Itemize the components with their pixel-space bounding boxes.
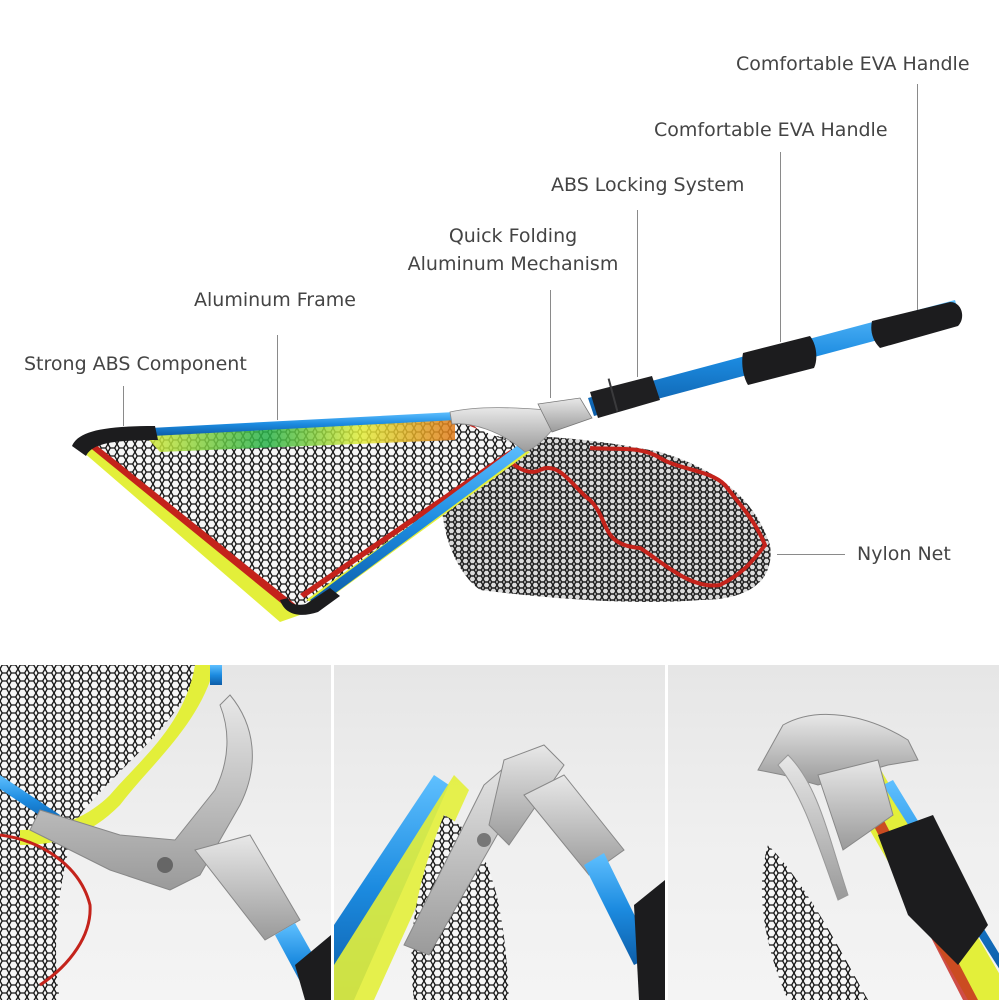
callout-quick-folding-line1: Quick Folding: [448, 225, 578, 247]
leader-line-quick-folding: [550, 290, 551, 398]
leader-line-eva-top: [917, 84, 918, 310]
leader-line-eva-mid: [780, 152, 781, 342]
abs-corner-cap-left: [72, 426, 158, 456]
leader-line-nylon-net: [777, 554, 845, 555]
abs-corner-cap-bottom: [280, 588, 340, 615]
callout-nylon-net: Nylon Net: [857, 543, 951, 565]
leader-line-strong-abs: [123, 386, 124, 426]
eva-grip-end: [871, 302, 963, 348]
product-hero-image: [72, 300, 963, 622]
eva-grip-mid: [742, 336, 817, 385]
callout-aluminum-frame: Aluminum Frame: [194, 289, 356, 311]
callout-eva-handle-top: Comfortable EVA Handle: [736, 53, 970, 75]
detail-panel-3: [668, 665, 999, 1000]
leader-line-aluminum-frame: [277, 335, 278, 420]
abs-locking-collar: [590, 376, 660, 418]
net-frame: [72, 397, 593, 622]
callout-abs-locking: ABS Locking System: [551, 174, 745, 196]
telescopic-pole: [588, 300, 963, 418]
leader-line-abs-locking: [637, 210, 638, 377]
callout-quick-folding-line2: Aluminum Mechanism: [407, 253, 619, 275]
detail-panel-2: [334, 665, 665, 1000]
detail-panel-1: [0, 665, 331, 1000]
callout-eva-handle-mid: Comfortable EVA Handle: [654, 119, 888, 141]
callout-strong-abs: Strong ABS Component: [24, 353, 247, 375]
nylon-net-bag: [441, 423, 771, 602]
quick-folding-mechanism: [537, 397, 593, 433]
